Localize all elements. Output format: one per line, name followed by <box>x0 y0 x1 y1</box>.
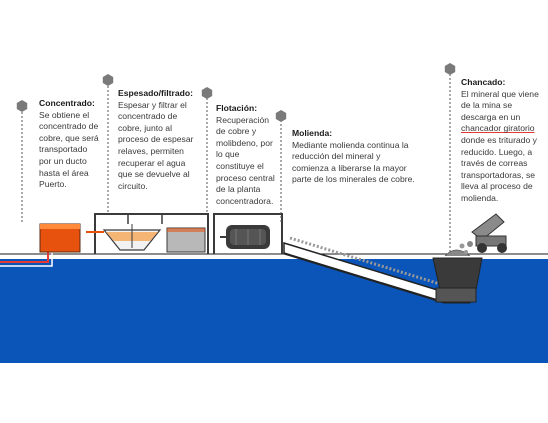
step-title: Molienda: <box>292 128 333 138</box>
step-line: comienza a liberarse la mayor <box>292 162 407 173</box>
step-line: relaves, permiten <box>118 145 184 156</box>
hex-marker-icon <box>201 87 213 99</box>
pipeline <box>0 248 49 263</box>
step-line: que se devuelve al <box>118 169 190 180</box>
step-line: Puerto. <box>39 179 67 190</box>
hex-marker-icon <box>102 74 114 86</box>
step-line: Se obtiene el <box>39 109 90 120</box>
step-line: reducción del mineral y <box>292 151 381 162</box>
step-title: Concentrado: <box>39 98 95 108</box>
step-title: Chancado: <box>461 77 506 87</box>
step-line: proceso central <box>216 172 275 183</box>
step-line: lleva al proceso de <box>461 181 533 192</box>
step-chancado: Chancado: El mineral que viene de la min… <box>461 77 545 205</box>
step-line: concentrado de <box>118 111 178 122</box>
step-title: Flotación: <box>216 103 258 113</box>
step-line: concentrado de <box>39 121 99 132</box>
step-line: concentradora. <box>216 195 274 206</box>
step-line: hasta el área <box>39 167 89 178</box>
step-line: Espesar y filtrar el <box>118 99 187 110</box>
step-line: proceso de espesar <box>118 134 194 145</box>
mining-truck <box>459 213 507 254</box>
step-line: de la mina se <box>461 100 513 111</box>
step-line: donde es triturado y <box>461 134 537 145</box>
flotation-building <box>213 213 283 254</box>
hex-marker-icon <box>275 110 287 122</box>
step-line: constituye el <box>216 160 264 171</box>
hex-marker-icon <box>16 100 28 112</box>
step-line: recuperar el agua <box>118 157 186 168</box>
step-line: circuito. <box>118 180 148 191</box>
step-line: parte de los minerales de cobre. <box>292 174 415 185</box>
step-line: lo que <box>216 149 240 160</box>
step-line: de la planta <box>216 184 261 195</box>
step-line: cobre, junto al <box>118 122 172 133</box>
callout-lines <box>21 74 451 252</box>
step-line: descarga en un <box>461 111 521 122</box>
hex-marker-icon <box>444 63 456 75</box>
step-line: transportado <box>39 144 88 155</box>
step-line: de cobre y <box>216 126 257 137</box>
step-line: molienda. <box>461 192 499 203</box>
step-line: El mineral que viene <box>461 88 539 99</box>
crusher <box>432 257 483 291</box>
step-line: molibdeno, por <box>216 137 273 148</box>
thickener-building <box>94 213 209 254</box>
step-line: Recuperación <box>216 114 270 125</box>
step-molienda: Molienda: Mediante molienda continua la … <box>292 128 432 186</box>
step-flotacion: Flotación: Recuperación de cobre y molib… <box>216 103 282 207</box>
step-line: chancador giratorio <box>461 123 535 134</box>
step-line: transportadoras, se <box>461 169 536 180</box>
step-title: Espesado/filtrado: <box>118 88 193 98</box>
step-line: por un ducto <box>39 155 87 166</box>
step-espesado-filtrado: Espesado/filtrado: Espesar y filtrar el … <box>118 88 206 192</box>
step-line: reducido. Luego, a <box>461 146 533 157</box>
step-concentrado: Concentrado: Se obtiene el concentrado d… <box>39 98 101 191</box>
step-line: cobre, que será <box>39 132 99 143</box>
step-line: Mediante molienda continua la <box>292 139 409 150</box>
step-line: través de correas <box>461 158 528 169</box>
